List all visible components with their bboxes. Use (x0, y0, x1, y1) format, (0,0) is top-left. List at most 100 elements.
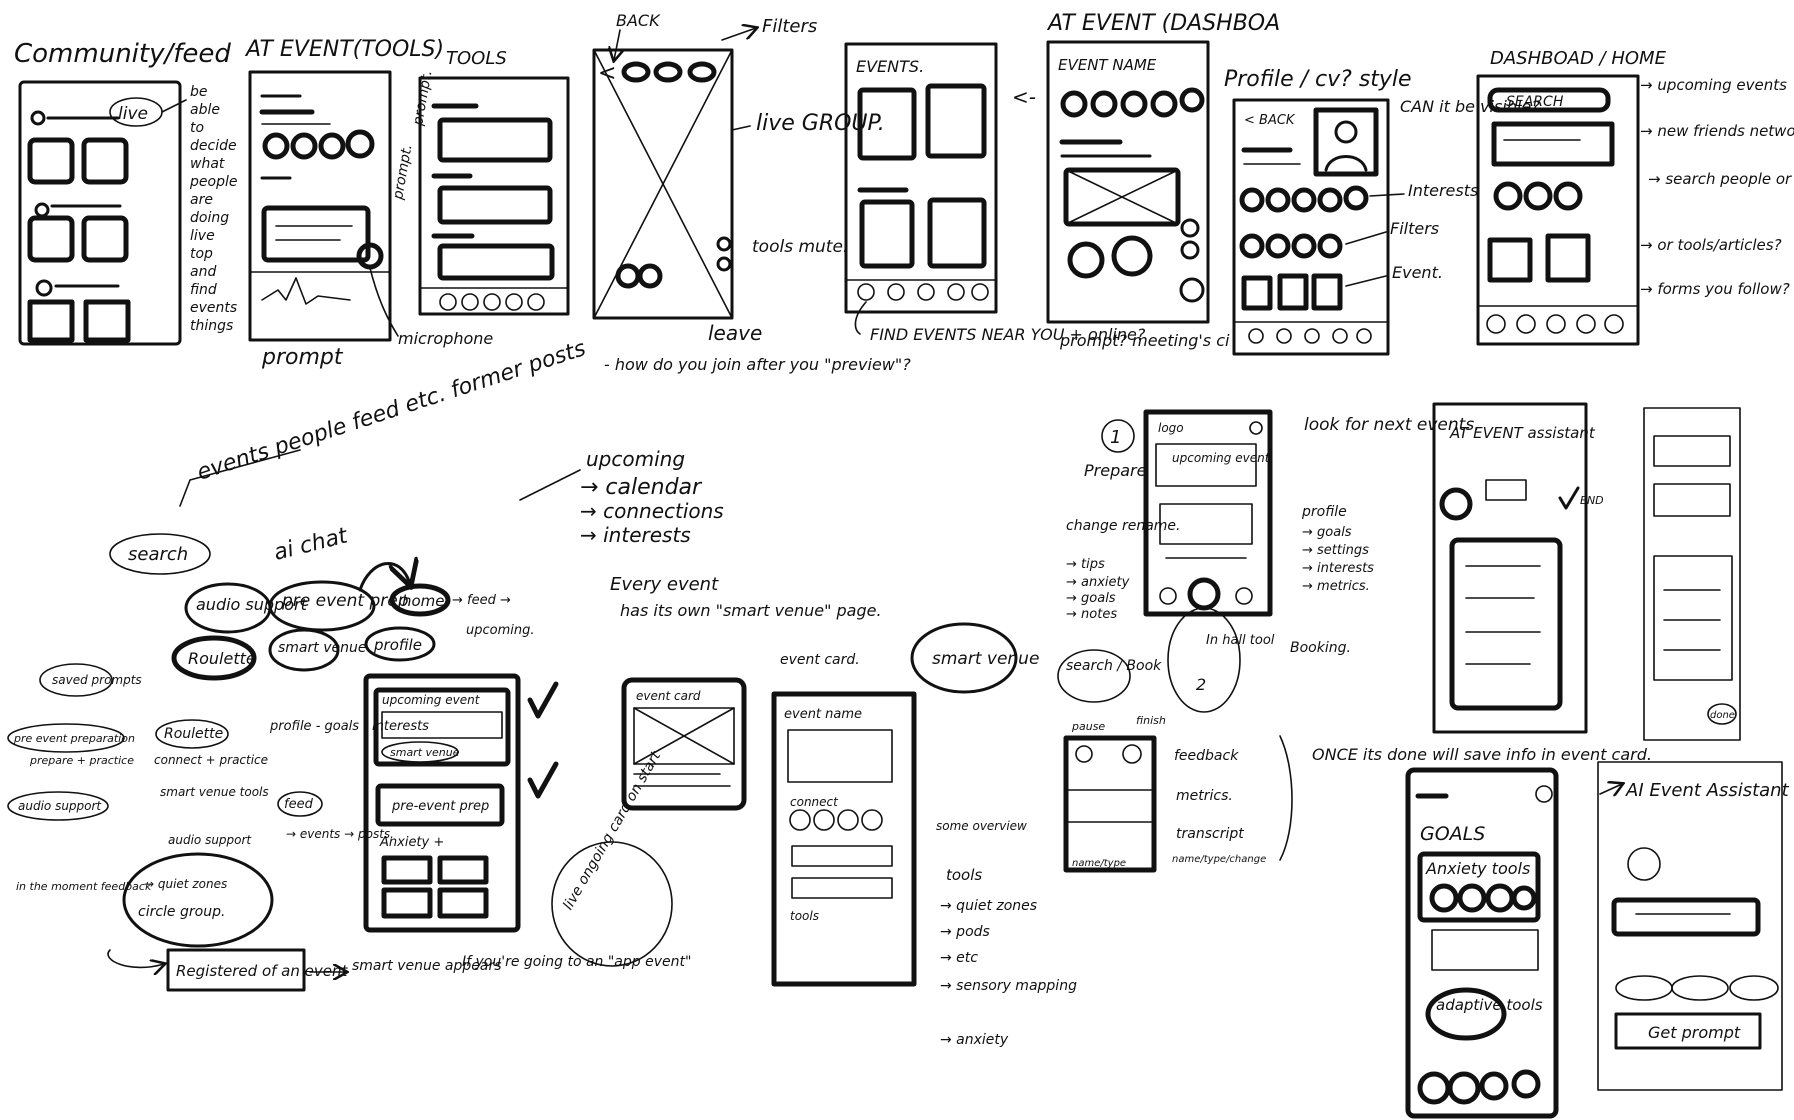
feed-note: be able to decide what people are doing … (189, 84, 237, 334)
mind-map: events people feed etc. former posts sea… (8, 336, 1077, 1048)
svg-text:<-: <- (1012, 85, 1036, 109)
mm-roulette-small: Roulette (164, 726, 223, 742)
svg-text:→ pods: → pods (940, 924, 990, 940)
flow-name-type: name/type (1072, 858, 1126, 869)
mm-audio-support-2: audio support (168, 833, 252, 847)
flow-adaptive-tools: adaptive tools (1436, 996, 1543, 1014)
svg-text:→ notes: → notes (1066, 607, 1117, 622)
svg-text:<: < (598, 61, 616, 86)
svg-text:→ interests: → interests (1302, 561, 1374, 576)
svg-text:what: what (190, 156, 225, 172)
mm-smart-venue: smart venue (278, 640, 366, 656)
svg-text:profile: profile (1301, 504, 1347, 520)
mm-profile-goals: profile - goals - interests (269, 719, 429, 734)
svg-text:→ search people or events.: → search people or events. (1648, 170, 1794, 188)
flow-tips-list: → tips → anxiety → goals → notes (1066, 557, 1130, 622)
flow-step-1: 1 (1110, 427, 1121, 448)
svg-text:events: events (190, 300, 237, 316)
mm-smart-venue-bubble: smart venue (932, 649, 1039, 669)
flow-ai-event-assistant: AI Event Assistant (1625, 780, 1790, 801)
mm-event-card: event card (636, 689, 701, 703)
svg-text:→ or tools/articles?: → or tools/articles? (1640, 236, 1782, 254)
svg-text:→ tips: → tips (1066, 557, 1105, 572)
flow-feedback: feedback (1174, 748, 1239, 764)
flow-change-rename: change rename. (1066, 518, 1181, 534)
flow-done: done (1710, 710, 1735, 721)
mm-connect: connect (790, 795, 839, 809)
flow-in-hall-tool: In hall tool (1206, 633, 1275, 648)
mm-events-posts: → events → posts. (286, 827, 394, 841)
wireframe-events: EVENTS. <- FIND EVENTS NEAR YOU + online… (846, 44, 1146, 344)
svg-text:→ etc: → etc (940, 950, 978, 966)
mm-ai-chat: ai chat (271, 523, 351, 566)
svg-text:top: top (190, 246, 213, 262)
mm-upcoming-list: upcoming → calendar → connections → inte… (580, 447, 724, 547)
flow-once-done: ONCE its done will save info in event ca… (1312, 745, 1652, 764)
svg-text:doing: doing (190, 210, 229, 226)
mm-tools-list: tools → quiet zones → pods → etc → senso… (940, 866, 1077, 1048)
svg-text:able: able (190, 102, 220, 118)
mm-profile: profile (373, 636, 422, 654)
wireframe-home: DASHBOAD / HOME SEARCH → upcoming events… (1478, 48, 1794, 344)
live-group-label: live GROUP. (756, 111, 885, 136)
filters-label: Filters (1390, 219, 1439, 238)
mm-circle-group: circle group. (138, 904, 225, 920)
svg-text:→ new friends network: → new friends network (1640, 122, 1794, 140)
flow-upcoming-event: upcoming event (1172, 451, 1271, 465)
mm-phone-smart-venue: smart venue (390, 746, 460, 759)
flow-metrics: metrics. (1176, 788, 1233, 804)
flow-profile-list: profile → goals → settings → interests →… (1301, 504, 1374, 594)
home-notes: → upcoming events → new friends network … (1640, 76, 1794, 298)
svg-text:→ upcoming events: → upcoming events (1640, 76, 1787, 94)
svg-text:decide: decide (190, 138, 237, 154)
dashboard-event-name: EVENT NAME (1058, 56, 1157, 74)
svg-text:be: be (190, 84, 208, 100)
flow-booking: Booking. (1290, 640, 1351, 656)
mm-smart-venue-tools: smart venue tools (160, 785, 269, 799)
flow-search-book: search / Book (1066, 658, 1162, 674)
wireframe-community-feed: Community/feed live be able to decide wh… (14, 39, 237, 344)
svg-text:are: are (190, 192, 213, 208)
svg-text:→ calendar: → calendar (580, 475, 703, 500)
leave-label: leave (708, 321, 762, 345)
dashboard-footer: prompt? meeting's ci (1059, 331, 1230, 350)
mm-feed-small: feed (284, 797, 314, 812)
tools-title: TOOLS (446, 48, 507, 69)
mm-phone-anxiety: Anxiety + (379, 835, 444, 850)
microphone-label: microphone (398, 329, 493, 348)
svg-text:→ goals: → goals (1302, 525, 1352, 540)
flow-logo: logo (1158, 421, 1184, 435)
wireframe-at-event-tools: AT EVENT(TOOLS) prompt. prompt. prompt m… (244, 37, 493, 370)
flow-step-2: 2 (1196, 675, 1206, 694)
profile-back: < BACK (1244, 113, 1296, 128)
svg-text:→ metrics.: → metrics. (1302, 579, 1370, 594)
flow-anxiety-tools: Anxiety tools (1425, 859, 1530, 878)
svg-text:live: live (190, 228, 215, 244)
svg-text:→ connections: → connections (580, 499, 724, 523)
mm-quiet-zone: → quiet zones (144, 877, 227, 891)
mm-phone-upcoming: upcoming event (382, 693, 481, 707)
live-back-label: BACK (616, 11, 661, 30)
svg-text:and: and (190, 264, 216, 280)
home-title: DASHBOAD / HOME (1490, 48, 1667, 69)
svg-text:to: to (190, 120, 204, 136)
interests-label: Interests (1408, 181, 1478, 200)
svg-text:→ sensory mapping: → sensory mapping (940, 978, 1077, 994)
svg-text:→ goals: → goals (1066, 591, 1116, 606)
side-label-prompt-1: prompt. (390, 143, 416, 202)
at-event-tools-title: AT EVENT(TOOLS) (244, 37, 444, 62)
flow-at-event-assistant: AT EVENT assistant (1449, 424, 1596, 442)
mm-event-card-note: event card. (780, 652, 860, 668)
mm-every-event-note: has its own "smart venue" page. (620, 601, 882, 620)
mm-some-overview: some overview (936, 819, 1027, 833)
flow-end: END (1580, 494, 1604, 507)
mm-prepare-practice: prepare + practice (29, 754, 134, 767)
svg-text:→ interests: → interests (580, 523, 691, 547)
svg-text:upcoming: upcoming (586, 447, 685, 471)
svg-text:people: people (189, 174, 237, 190)
svg-text:tools: tools (946, 866, 982, 884)
mm-pre-event-prep-small: pre event preparation (13, 732, 135, 745)
svg-text:→ anxiety: → anxiety (940, 1032, 1009, 1048)
mm-connect-practice: connect + practice (154, 753, 268, 767)
